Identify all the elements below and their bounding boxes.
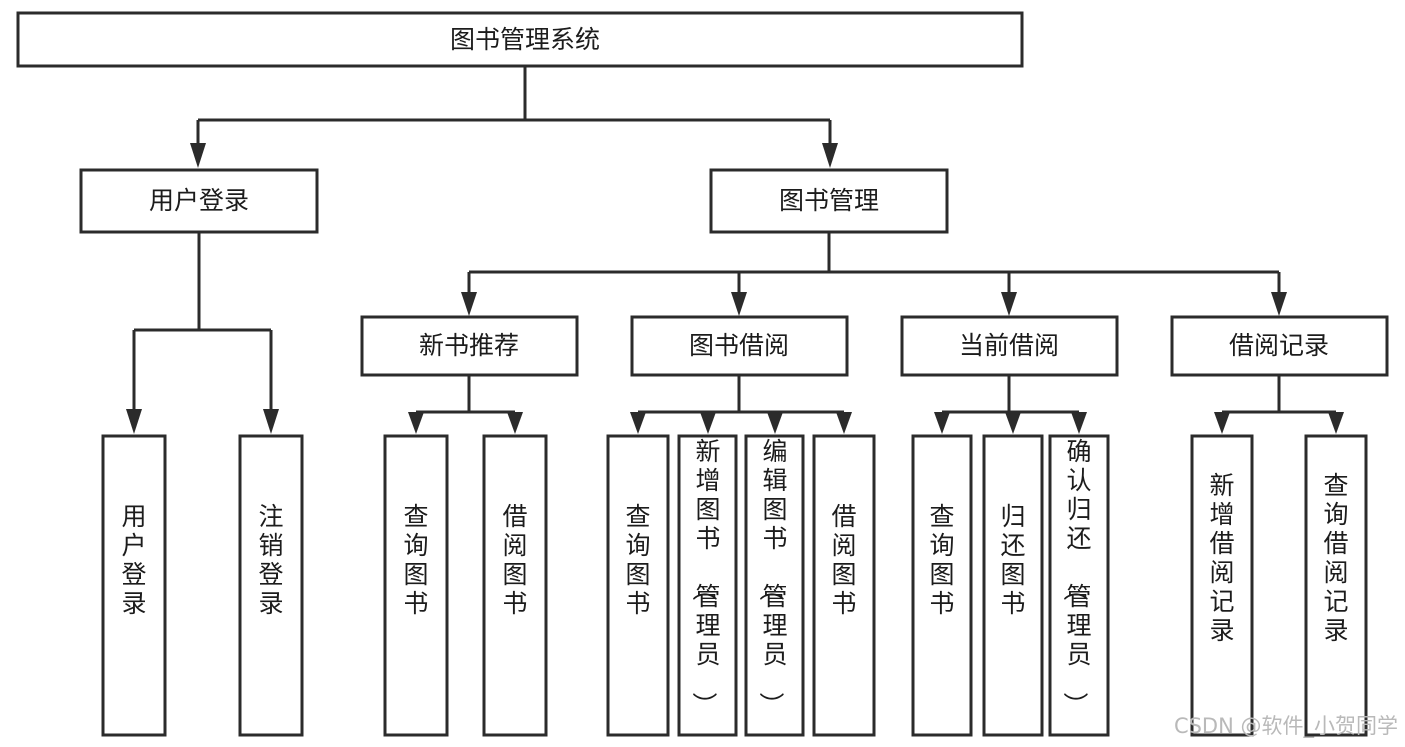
node-box-rect[interactable] (911, 434, 973, 737)
node-box-rect[interactable] (101, 434, 167, 737)
arrow-head-icon (408, 412, 424, 434)
node-leaf-add-borrow-record[interactable]: 新增借阅记录 (1190, 434, 1254, 737)
node-label-new-book-recommend: 新书推荐 (419, 331, 519, 360)
arrow-head-icon (630, 412, 646, 434)
arrow-head-icon (1005, 412, 1021, 434)
node-box-rect[interactable] (1190, 434, 1254, 737)
arrow-head-icon (263, 409, 279, 434)
node-current-borrow[interactable]: 当前借阅 (900, 315, 1119, 377)
csdn-watermark: CSDN @软件_小贺同学 (1174, 714, 1398, 739)
arrow-head-icon (1071, 412, 1087, 434)
node-label-leaf-return-book: 归还图书 (1000, 502, 1025, 618)
arrow-head-icon (1001, 292, 1017, 316)
node-label-user-login: 用户登录 (149, 186, 249, 215)
arrow-head-icon (1214, 412, 1230, 434)
node-borrow-records[interactable]: 借阅记录 (1170, 315, 1389, 377)
node-label-leaf-logout: 注销登录 (258, 502, 283, 618)
node-leaf-add-book-admin[interactable]: 新增图书（管理员） (677, 434, 738, 737)
node-leaf-user-login[interactable]: 用户登录 (101, 434, 167, 737)
node-leaf-confirm-return-admin[interactable]: 确认归还（管理员） (1048, 434, 1110, 737)
node-box-rect[interactable] (1170, 315, 1389, 377)
node-new-book-recommend[interactable]: 新书推荐 (360, 315, 579, 377)
node-box-rect[interactable] (709, 168, 949, 234)
node-root-system[interactable]: 图书管理系统 (16, 11, 1024, 68)
node-label-leaf-confirm-return-admin: 确认归还（管理员） (1060, 437, 1091, 717)
node-leaf-return-book[interactable]: 归还图书 (982, 434, 1044, 737)
arrow-head-icon (126, 409, 142, 434)
node-book-borrow[interactable]: 图书借阅 (630, 315, 849, 377)
node-label-leaf-query-borrow-record: 查询借阅记录 (1323, 471, 1348, 645)
node-label-root: 图书管理系统 (450, 25, 600, 54)
arrow-head-icon (934, 412, 950, 434)
connector-group-newbook (408, 375, 523, 434)
connector-group-records (1214, 375, 1344, 434)
node-label-leaf-user-login: 用户登录 (121, 502, 146, 618)
arrow-head-icon (507, 412, 523, 434)
connector-group-borrow (630, 375, 852, 434)
node-label-leaf-edit-book-admin: 编辑图书（管理员） (756, 437, 787, 717)
node-box-rect[interactable] (238, 434, 304, 737)
node-label-leaf-borrow-book: 借阅图书 (831, 502, 856, 618)
node-label-book-borrow: 图书借阅 (689, 331, 789, 360)
arrow-head-icon (822, 143, 838, 168)
arrow-head-icon (1328, 412, 1344, 434)
node-leaf-query-book-current[interactable]: 查询图书 (911, 434, 973, 737)
arrow-head-icon (731, 292, 747, 316)
node-box-rect[interactable] (16, 11, 1024, 68)
arrow-head-icon (700, 412, 716, 434)
node-label-leaf-query-book-borrow: 查询图书 (625, 502, 650, 618)
connector-group-userlogin (126, 232, 279, 434)
node-leaf-edit-book-admin[interactable]: 编辑图书（管理员） (744, 434, 805, 737)
node-box-rect[interactable] (383, 434, 449, 737)
node-label-current-borrow: 当前借阅 (959, 331, 1059, 360)
node-leaf-borrow-book-rec[interactable]: 借阅图书 (482, 434, 548, 737)
node-box-rect[interactable] (1048, 434, 1110, 737)
node-label-borrow-records: 借阅记录 (1229, 331, 1329, 360)
node-box-rect[interactable] (1304, 434, 1368, 737)
node-label-leaf-query-book-current: 查询图书 (929, 502, 954, 618)
node-box-rect[interactable] (900, 315, 1119, 377)
node-leaf-logout[interactable]: 注销登录 (238, 434, 304, 737)
node-label-book-management: 图书管理 (779, 186, 879, 215)
arrow-head-icon (461, 292, 477, 316)
node-label-leaf-add-borrow-record: 新增借阅记录 (1209, 471, 1234, 645)
connector-group-current (934, 375, 1087, 434)
node-box-rect[interactable] (360, 315, 579, 377)
node-box-rect[interactable] (630, 315, 849, 377)
node-user-login[interactable]: 用户登录 (79, 168, 319, 234)
node-leaf-query-book-rec[interactable]: 查询图书 (383, 434, 449, 737)
arrow-head-icon (836, 412, 852, 434)
node-label-leaf-borrow-book-rec: 借阅图书 (502, 502, 527, 618)
node-book-management[interactable]: 图书管理 (709, 168, 949, 234)
arrow-head-icon (767, 412, 783, 434)
node-leaf-query-book-borrow[interactable]: 查询图书 (606, 434, 670, 737)
node-box-rect[interactable] (79, 168, 319, 234)
node-box-rect[interactable] (677, 434, 738, 737)
node-leaf-borrow-book[interactable]: 借阅图书 (812, 434, 876, 737)
node-label-leaf-query-book-rec: 查询图书 (403, 502, 428, 618)
node-box-rect[interactable] (606, 434, 670, 737)
connector-group-bookmgmt (461, 232, 1287, 316)
connector-group-root (190, 66, 838, 168)
arrow-head-icon (1271, 292, 1287, 316)
node-box-rect[interactable] (482, 434, 548, 737)
node-box-rect[interactable] (812, 434, 876, 737)
arrow-head-icon (190, 143, 206, 168)
node-box-rect[interactable] (982, 434, 1044, 737)
node-leaf-query-borrow-record[interactable]: 查询借阅记录 (1304, 434, 1368, 737)
node-label-leaf-add-book-admin: 新增图书（管理员） (689, 437, 720, 717)
node-box-rect[interactable] (744, 434, 805, 737)
